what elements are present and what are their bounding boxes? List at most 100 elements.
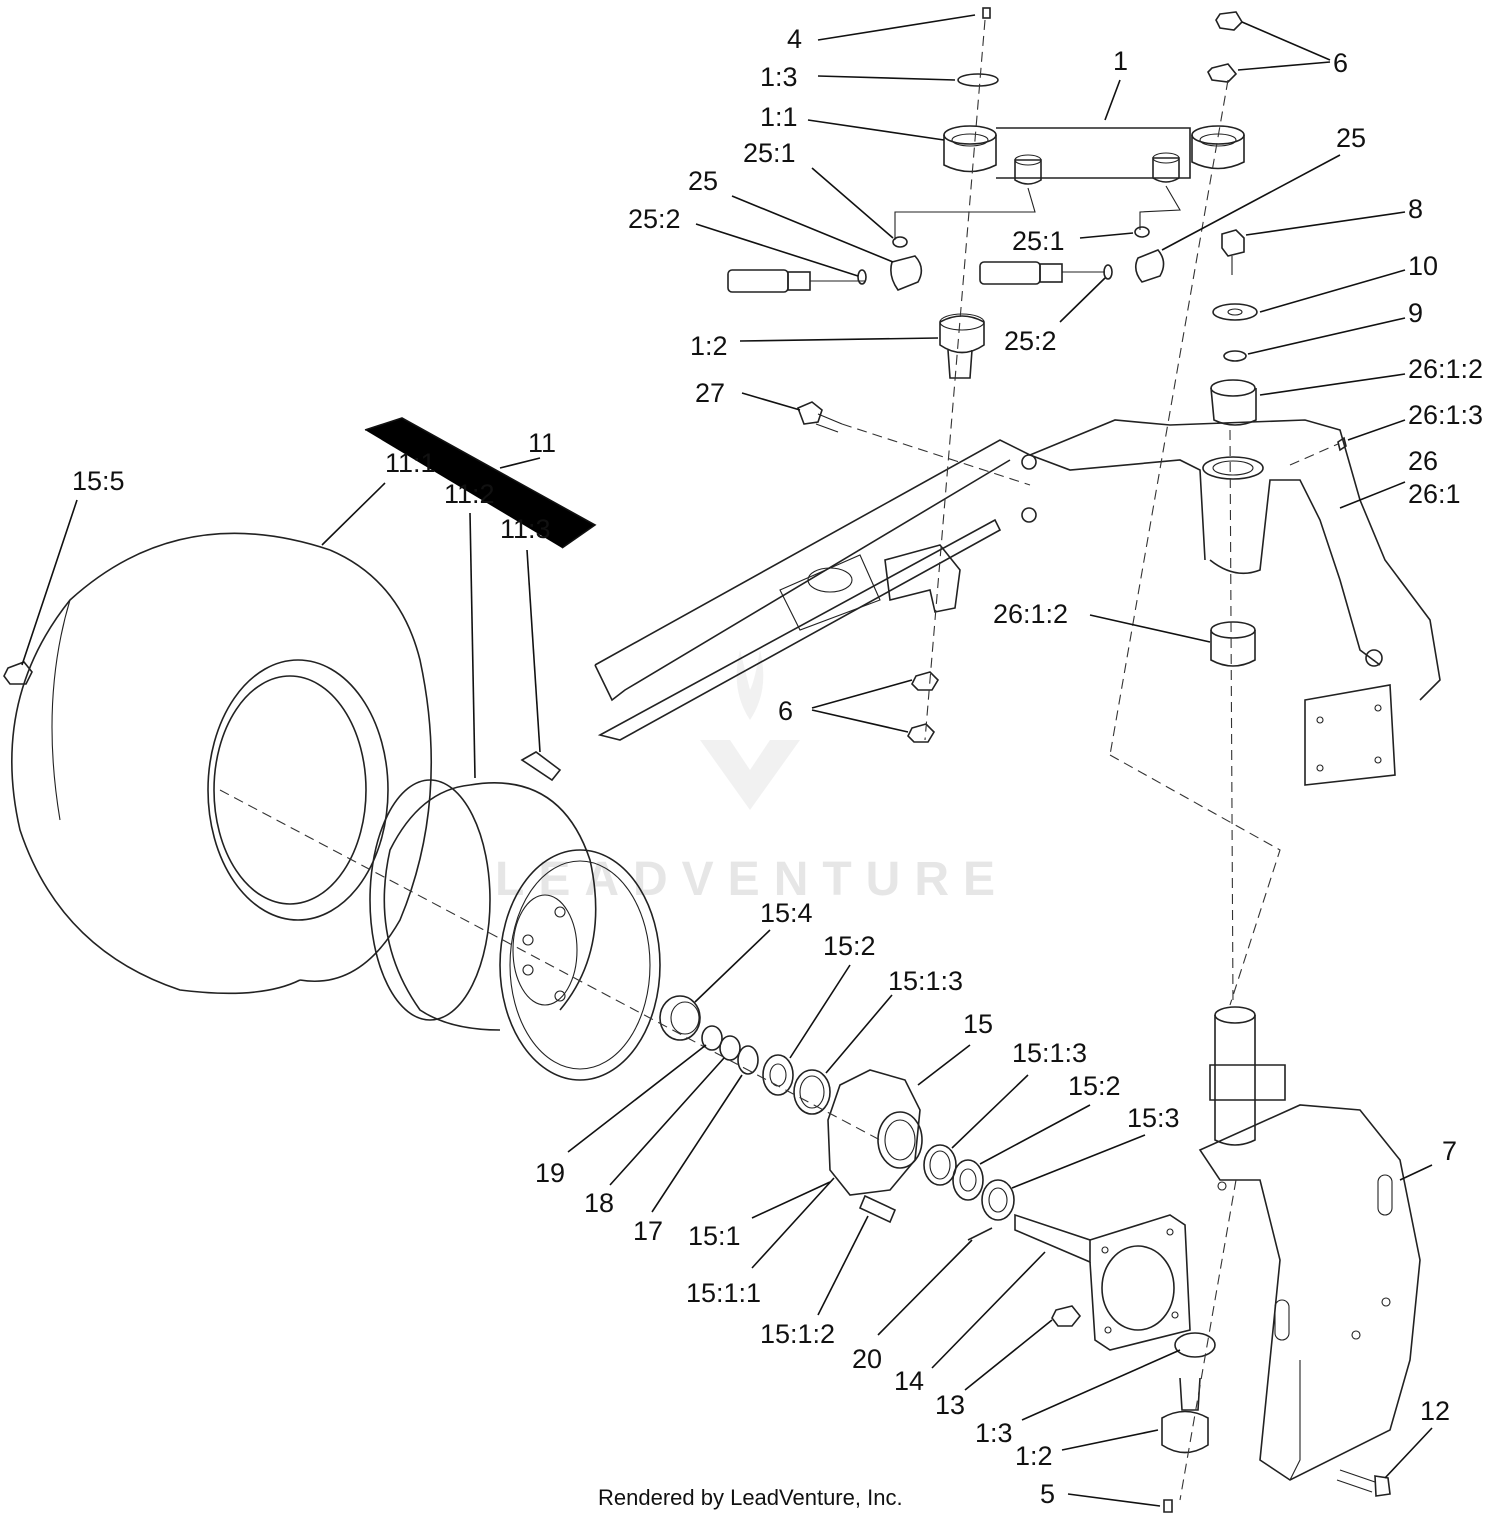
- bearing-cone-15-2-right: [952, 1159, 984, 1201]
- label-10: 10: [1408, 251, 1438, 281]
- label-12: 12: [1420, 1396, 1450, 1426]
- hydraulic-cylinder-assembly: [943, 125, 1245, 185]
- label-13: 13: [935, 1390, 965, 1420]
- label-25-left: 25: [688, 166, 718, 196]
- steering-knuckle-7: [1198, 1006, 1421, 1481]
- bearing-cone-15-2-left: [762, 1054, 794, 1096]
- label-1-3-bot: 1:3: [975, 1418, 1013, 1448]
- ball-joint-bottom: [1161, 1377, 1209, 1454]
- footer-credit: Rendered by LeadVenture, Inc.: [598, 1485, 903, 1510]
- nut-13: [1051, 1305, 1082, 1327]
- leader-lines: [21, 14, 1433, 1507]
- grease-fitting-top: [982, 7, 991, 19]
- label-15-1-3-bot: 15:1:3: [1012, 1038, 1087, 1068]
- bearing-race-15-4: [659, 995, 701, 1041]
- bolt-12: [1336, 1469, 1391, 1497]
- axis-line-2: [1109, 79, 1229, 756]
- axis-line-6: [219, 789, 881, 1141]
- frame-26: [594, 419, 1441, 786]
- label-19: 19: [535, 1158, 565, 1188]
- axis-line-5: [841, 423, 1031, 486]
- hose-line-left: [894, 187, 1036, 240]
- snap-ring-top: [957, 73, 999, 87]
- label-25-2-right: 25:2: [1004, 326, 1057, 356]
- label-25-1-right: 25:1: [1012, 226, 1065, 256]
- nut-mid-2: [907, 723, 936, 743]
- castle-nut-19: [701, 1025, 723, 1051]
- label-25-1-left: 25:1: [743, 138, 796, 168]
- label-11-2: 11:2: [444, 479, 495, 509]
- hydraulic-fitting-left: [727, 236, 923, 293]
- wheel-stud-15-1-2: [858, 1194, 897, 1224]
- label-11-3: 11:3: [500, 514, 551, 544]
- callout-labels: 4 1:3 1 6 1:1 25:1 25 25:2 25 25:1 25:2 …: [72, 24, 1483, 1509]
- lockwasher-9: [1223, 350, 1247, 362]
- label-15-5: 15:5: [72, 466, 125, 496]
- label-5: 5: [1040, 1479, 1055, 1509]
- grease-fitting-bottom: [1163, 1499, 1173, 1513]
- label-20: 20: [852, 1344, 882, 1374]
- valve-stem-11-3: [520, 751, 562, 782]
- label-4: 4: [787, 24, 802, 54]
- label-1: 1: [1113, 46, 1128, 76]
- ball-joint-top: [939, 313, 985, 379]
- bushing-top: [1210, 379, 1257, 426]
- label-11: 11: [528, 428, 556, 458]
- tire-11-1: [11, 532, 433, 995]
- label-11-1: 11:1: [385, 448, 436, 478]
- nut-15-5: [3, 661, 33, 685]
- nut-top-2: [1207, 63, 1238, 83]
- bushing-mid: [1210, 621, 1256, 667]
- label-26: 26: [1408, 446, 1438, 476]
- cotter-pin-20: [967, 1227, 993, 1241]
- label-6-top: 6: [1333, 48, 1348, 78]
- label-17: 17: [633, 1216, 663, 1246]
- axis-line-3: [1229, 429, 1234, 1006]
- wheel-hub-15: [827, 1069, 923, 1196]
- label-1-3-top: 1:3: [760, 62, 798, 92]
- watermark-logo: [700, 650, 800, 810]
- axis-line-7: [1179, 1179, 1237, 1501]
- label-6-mid: 6: [778, 696, 793, 726]
- nut-top-1: [1215, 11, 1244, 31]
- label-15-2-bot: 15:2: [1068, 1071, 1121, 1101]
- axis-line-1: [924, 19, 986, 741]
- axis-line-4: [1109, 754, 1281, 1006]
- seal-15-3: [981, 1179, 1015, 1221]
- label-7: 7: [1442, 1136, 1457, 1166]
- bearing-cup-15-1-3-right: [923, 1144, 957, 1186]
- label-26-1-2-top: 26:1:2: [1408, 354, 1483, 384]
- label-15-1-1: 15:1:1: [686, 1278, 761, 1308]
- label-14: 14: [894, 1366, 924, 1396]
- hydraulic-fitting-right: [979, 226, 1165, 285]
- label-26-1: 26:1: [1408, 479, 1461, 509]
- watermark-text: LEADVENTURE: [495, 853, 1009, 906]
- label-15-3: 15:3: [1127, 1103, 1180, 1133]
- wheel-rim-11-2: [369, 779, 661, 1081]
- bearing-cup-15-1-3-left: [793, 1069, 831, 1115]
- label-1-2-top: 1:2: [690, 331, 728, 361]
- label-15-1-2: 15:1:2: [760, 1319, 835, 1349]
- label-25-right: 25: [1336, 123, 1366, 153]
- label-15: 15: [963, 1009, 993, 1039]
- label-15-1-3-top: 15:1:3: [888, 966, 963, 996]
- label-15-1: 15:1: [688, 1221, 741, 1251]
- snap-ring-bottom: [1174, 1332, 1216, 1358]
- washer-10: [1212, 303, 1258, 321]
- label-8: 8: [1408, 194, 1423, 224]
- label-15-4: 15:4: [760, 898, 813, 928]
- bolt-8: [1221, 229, 1245, 275]
- label-15-2-top: 15:2: [823, 931, 876, 961]
- hose-line-right: [1139, 185, 1181, 230]
- bolt-27: [796, 401, 843, 433]
- label-1-2-bot: 1:2: [1015, 1441, 1053, 1471]
- axis-line-8: [1289, 443, 1339, 466]
- label-9: 9: [1408, 298, 1423, 328]
- label-26-1-3: 26:1:3: [1408, 400, 1483, 430]
- label-25-2-left: 25:2: [628, 204, 681, 234]
- label-26-1-2-mid: 26:1:2: [993, 599, 1068, 629]
- label-1-1: 1:1: [760, 102, 798, 132]
- washer-17: [737, 1045, 759, 1075]
